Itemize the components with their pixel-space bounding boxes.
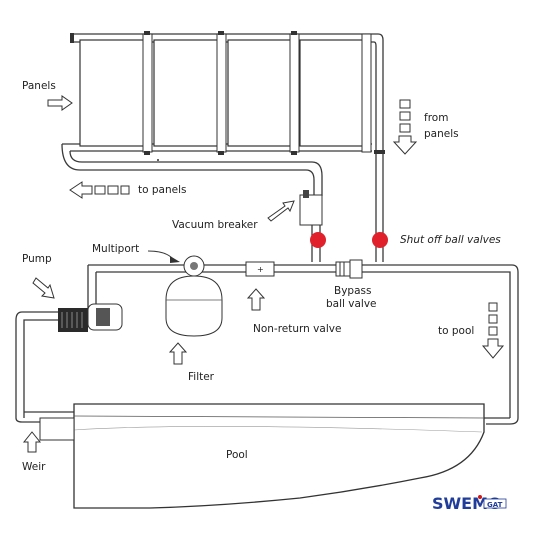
filter-label: Filter: [188, 371, 215, 383]
arrow-right-icon: [47, 95, 73, 111]
swemo-logo: SWEMO GAT: [432, 494, 507, 513]
from-panels-label-2: panels: [424, 128, 459, 140]
arrow-down-icon: [392, 99, 418, 155]
arrow-up-icon: [168, 342, 188, 365]
pump-label: Pump: [22, 253, 52, 265]
bypass-label-2: ball valve: [326, 298, 377, 310]
bypass-ball-valve: [335, 259, 363, 279]
solar-panel: [227, 39, 293, 147]
svg-text:+: +: [257, 265, 264, 274]
to-panels-label: to panels: [138, 184, 186, 196]
arrow-down-icon: [481, 302, 505, 359]
multiport-label: Multiport: [92, 243, 139, 255]
logo-subtext: GAT: [487, 501, 503, 509]
pump: [58, 303, 123, 332]
shut-off-ball-valve: [372, 232, 388, 248]
arrow-up-icon: [22, 431, 42, 453]
arrow-diagonal-icon: [267, 200, 295, 222]
to-pool-label: to pool: [438, 325, 474, 337]
solar-panel: [299, 39, 365, 147]
pool-label: Pool: [226, 449, 248, 461]
pool: [73, 403, 485, 509]
panels-label: Panels: [22, 80, 56, 92]
from-panels-label-1: from: [424, 112, 448, 124]
weir: [39, 417, 75, 441]
bypass-label-1: Bypass: [334, 285, 371, 297]
solar-panels: [62, 31, 384, 161]
vacuum-breaker: [299, 190, 323, 262]
arrow-left-icon: [69, 181, 130, 199]
multiport-valve: [183, 255, 205, 277]
shut-off-ball-valve: [310, 232, 326, 248]
shut-off-label: Shut off ball valves: [400, 234, 501, 246]
arrow-diagonal-icon: [32, 277, 55, 299]
arrow-up-icon: [246, 288, 266, 311]
solar-panel: [153, 39, 219, 147]
non-return-valve: [245, 261, 275, 277]
solar-panel: [79, 39, 145, 147]
non-return-label: Non-return valve: [253, 323, 341, 335]
filter: [165, 275, 223, 337]
arrow-right-icon: [170, 256, 180, 263]
vacuum-breaker-label: Vacuum breaker: [172, 219, 258, 231]
weir-label: Weir: [22, 461, 46, 473]
